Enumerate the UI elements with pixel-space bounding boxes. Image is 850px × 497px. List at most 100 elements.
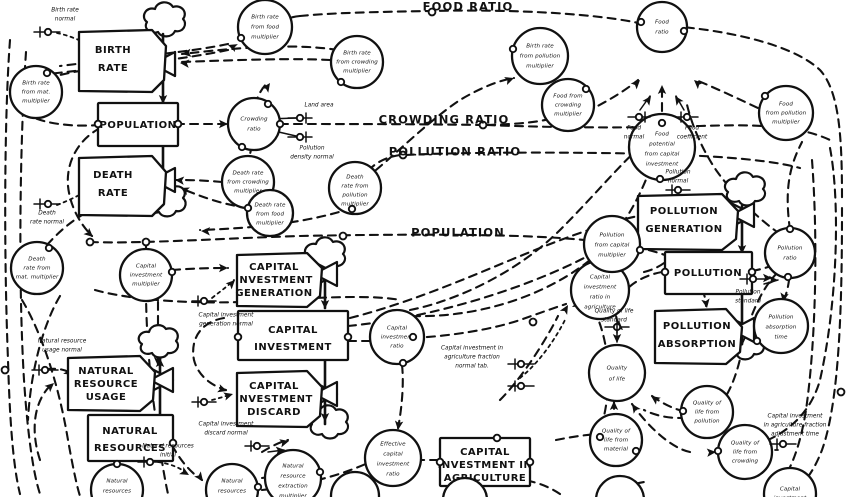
link-natresextr-usage bbox=[33, 382, 54, 462]
aux-pollution-ratio[interactable]: Pollution ratio bbox=[763, 224, 817, 282]
cai-label-l2: INVESTMENT IN bbox=[438, 460, 533, 471]
knob-population-trunk-mid bbox=[141, 237, 151, 247]
aux-drcrowd-l3: multiplier bbox=[234, 189, 262, 195]
aux-food-from-pollution-multiplier[interactable]: Food from pollution multiplier bbox=[757, 84, 815, 142]
link-brcrowd-birthrate bbox=[178, 58, 332, 64]
link-capinvdiscardnorm-discard bbox=[211, 393, 233, 401]
rate-natural-resource-usage[interactable]: NATURAL RESOURCE USAGE bbox=[66, 354, 157, 413]
const-cap-inv-discard-normal[interactable]: Capital investment discard normal bbox=[191, 396, 254, 437]
const-caiadj-l3: adjustment time bbox=[771, 432, 819, 438]
aux-birth-rate-from-food-multiplier[interactable]: Birth rate from food multiplier bbox=[236, 0, 294, 56]
aux-foodpot-l3: from capital bbox=[645, 152, 680, 158]
aux-bottom-partial-4[interactable] bbox=[595, 474, 645, 497]
aux-quality-of-life-from-crowding[interactable]: Quality of life from crowding bbox=[713, 423, 774, 481]
port-pollution-left bbox=[660, 267, 670, 277]
rate-death-rate[interactable]: DEATH RATE bbox=[77, 154, 168, 218]
link-brfood-out-left2 bbox=[46, 48, 230, 76]
port-capinvmult-right bbox=[167, 267, 177, 277]
aux-brpoll-l3: multiplier bbox=[526, 64, 554, 70]
port-brcrowd bbox=[336, 77, 346, 87]
port-brmat bbox=[42, 68, 52, 78]
capinv-gen-label-l1: CAPITAL bbox=[249, 262, 299, 273]
aux-effective-capital-investment-ratio[interactable]: Effective capital investment ratio bbox=[363, 428, 423, 488]
aux-brcrowd-l2: from crowding bbox=[336, 60, 378, 66]
const-pollution-standard[interactable]: Pollution standard bbox=[735, 273, 767, 305]
const-cap-inv-generation-normal[interactable]: Capital investment generation normal bbox=[191, 295, 254, 328]
pollgen-label-l2: GENERATION bbox=[645, 224, 722, 235]
const-birth-rate-normal[interactable]: Birth rate normal bbox=[33, 8, 79, 38]
port-qolfood-left bbox=[595, 432, 605, 442]
aux-death-rate-from-mat-multiplier[interactable]: Death rate from mat. multiplier bbox=[9, 240, 65, 296]
stock-capital-investment[interactable]: CAPITAL INVESTMENT bbox=[233, 309, 353, 362]
const-nat-resource-usage-normal[interactable]: Natural resource usage normal bbox=[31, 339, 87, 376]
aux-quality-of-life-from-material[interactable]: Quality of life from material bbox=[588, 412, 644, 468]
aux-capinvratio-l2: investment bbox=[381, 335, 414, 341]
const-cai-fraction-normal-2[interactable] bbox=[507, 380, 535, 392]
port-foodpoll bbox=[760, 91, 770, 101]
aux-quality-of-life[interactable]: Quality of life bbox=[587, 343, 647, 403]
const-food-coefficient[interactable]: Food coefficient bbox=[675, 111, 708, 141]
const-land-area[interactable]: Land area bbox=[287, 103, 334, 124]
aux-crowding-l1: Crowding bbox=[240, 117, 268, 123]
stock-population[interactable]: POPULATION bbox=[93, 101, 183, 148]
port-cai-left bbox=[435, 457, 445, 467]
port-qolfood-right bbox=[631, 446, 641, 456]
aux-death-rate-from-pollution-multiplier[interactable]: Death rate from pollution multiplier bbox=[327, 160, 383, 216]
stock-capital-investment-agriculture[interactable]: CAPITAL INVESTMENT IN AGRICULTURE bbox=[435, 433, 535, 488]
link-drmat-down bbox=[26, 294, 62, 422]
aux-pollratio-l2: ratio bbox=[783, 256, 797, 262]
knob-capinv-agri-link bbox=[528, 317, 538, 327]
const-cign-l2: generation normal bbox=[199, 322, 253, 328]
port-qolcrowd bbox=[713, 446, 723, 456]
aux-drfood-l2: from food bbox=[256, 212, 285, 218]
aux-birth-rate-from-mat-multiplier[interactable]: Birth rate from mat. multiplier bbox=[8, 64, 64, 120]
aux-foodpoll-l2: from pollution bbox=[766, 111, 807, 117]
aux-food-from-crowding-multiplier[interactable]: Food from crowding multiplier bbox=[540, 77, 596, 133]
aux-food-ratio[interactable]: Food ratio bbox=[635, 0, 689, 54]
aux-natural-resource-extraction-multiplier[interactable]: Natural resource extraction multiplier bbox=[263, 448, 325, 497]
aux-drpoll-l1: Death bbox=[346, 175, 364, 181]
rate-capital-investment-generation[interactable]: CAPITAL INVESTMENT GENERATION bbox=[235, 251, 324, 309]
const-qolstd-l2: standard bbox=[601, 318, 627, 324]
const-pollution-normal[interactable]: Pollution normal bbox=[665, 170, 691, 196]
stock-pollution[interactable]: POLLUTION bbox=[660, 250, 757, 296]
const-food-normal[interactable]: Food normal bbox=[624, 111, 651, 141]
const-brn-l2: normal bbox=[55, 17, 76, 23]
aux-death-rate-from-food-multiplier[interactable]: Death rate from food multiplier bbox=[243, 188, 295, 238]
aux-crowding-ratio[interactable]: Crowding ratio bbox=[226, 96, 285, 152]
aux-natural-resources-fraction-remaining[interactable]: Natural resources bbox=[204, 462, 263, 497]
const-cai-fraction-normal[interactable]: Capital investment in agriculture fracti… bbox=[441, 346, 535, 370]
aux-bottom-partial-3[interactable]: Capital investment bbox=[762, 466, 818, 497]
aux-pollution-from-capital-multiplier[interactable]: Pollution from capital multiplier bbox=[582, 214, 645, 274]
aux-capinvmult-l2: investment bbox=[130, 273, 163, 279]
aux-food-potential-from-capital-investment[interactable]: Food potential from capital investment bbox=[627, 112, 697, 184]
rate-capital-investment-discard[interactable]: CAPITAL INVESTMENT DISCARD bbox=[235, 369, 324, 429]
stock-natural-resources[interactable]: NATURAL RESOURCES bbox=[86, 413, 178, 463]
aux-quality-of-life-from-pollution[interactable]: Quality of life from pollution bbox=[678, 384, 735, 440]
aux-pollution-absorption-time[interactable]: Pollution absorption time bbox=[752, 297, 810, 355]
const-death-rate-normal[interactable]: Death rate normal bbox=[30, 198, 64, 226]
const-cai-adjustment-time[interactable]: Capital investment in agriculture fracti… bbox=[764, 414, 827, 450]
aux-birth-rate-pollution-multiplier[interactable]: Birth rate from pollution multiplier bbox=[508, 26, 570, 86]
aux-natural-resources-left[interactable]: Natural resources bbox=[89, 459, 145, 497]
aux-qolpoll-l3: pollution bbox=[693, 419, 720, 425]
aux-bottom-partial-1[interactable] bbox=[329, 470, 381, 497]
const-caifn-l3: normal tab. bbox=[455, 364, 489, 370]
const-nat-resources-initial[interactable]: Natural resources initial bbox=[137, 444, 194, 468]
rate-pollution-generation[interactable]: POLLUTION GENERATION bbox=[636, 192, 740, 252]
const-pollution-density-normal[interactable]: Pollution density normal bbox=[287, 131, 334, 161]
const-polldens-l1: Pollution bbox=[299, 146, 324, 152]
aux-agrieq-l1: Capital bbox=[590, 275, 611, 281]
aux-capital-investment-multiplier[interactable]: Capital investment multiplier bbox=[118, 247, 177, 303]
const-caiadj-l1: Capital investment bbox=[768, 414, 824, 420]
rate-birth-rate[interactable]: BIRTH RATE bbox=[77, 28, 168, 94]
knob-left-loop bbox=[0, 365, 10, 375]
rate-pollution-absorption[interactable]: POLLUTION ABSORPTION bbox=[653, 307, 744, 366]
const-effcap-input[interactable] bbox=[244, 440, 270, 452]
port-crowding-right bbox=[275, 119, 285, 129]
const-drn-l2: rate normal bbox=[30, 220, 64, 226]
aux-pollcap-l3: multiplier bbox=[598, 253, 626, 259]
const-quality-of-life-standard[interactable]: Quality of life standard bbox=[595, 309, 634, 334]
aux-capital-investment-ratio[interactable]: Capital investment ratio bbox=[368, 308, 426, 368]
aux-bottom-partial-2[interactable] bbox=[442, 476, 488, 497]
